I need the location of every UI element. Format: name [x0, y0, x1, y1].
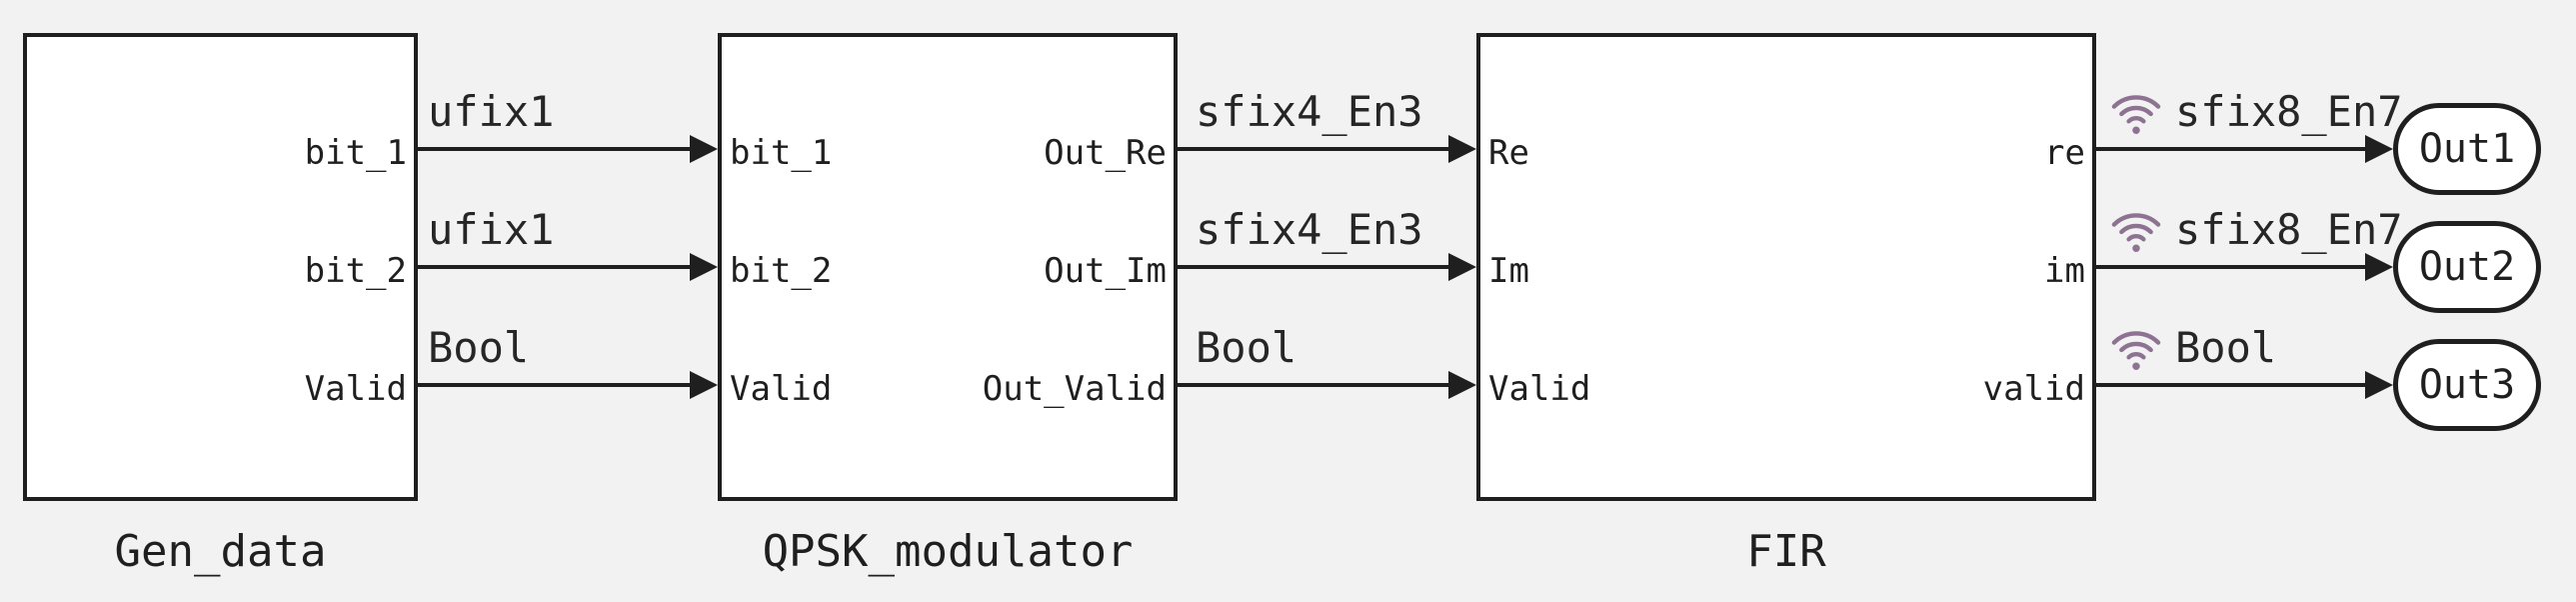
wire-gen-qpsk-valid[interactable] — [418, 383, 694, 387]
wire-gen-qpsk-bit2[interactable] — [418, 265, 694, 269]
wire-qpsk-fir-valid[interactable] — [1178, 383, 1452, 387]
port-label-fir-out-im: im — [2044, 251, 2085, 291]
signal-type-label: ufix1 — [428, 205, 555, 254]
port-label-qpsk-in-valid: Valid — [730, 369, 833, 409]
wifi-logging-icon — [2111, 95, 2161, 134]
signal-type-label: Bool — [1196, 323, 1297, 372]
signal-type-label: Bool — [2175, 323, 2277, 372]
signal-type-label: ufix1 — [428, 87, 555, 136]
port-label-qpsk-out-re: Out_Re — [1044, 133, 1167, 173]
port-label-fir-in-valid: Valid — [1488, 369, 1591, 409]
outport-label: Out3 — [2418, 362, 2516, 408]
outport-out1[interactable]: Out1 — [2393, 103, 2541, 195]
port-label-qpsk-out-valid: Out_Valid — [982, 369, 1167, 409]
wifi-logging-icon — [2111, 213, 2161, 252]
port-label-gen-valid: Valid — [304, 369, 407, 409]
block-name-qpsk-modulator[interactable]: QPSK_modulator — [762, 526, 1134, 577]
signal-type-label: sfix8_En7 — [2175, 205, 2403, 254]
block-qpsk-modulator[interactable]: bit_1 bit_2 Valid Out_Re Out_Im Out_Vali… — [718, 33, 1178, 576]
outport-label: Out2 — [2418, 244, 2516, 290]
signal-type-label: sfix4_En3 — [1196, 205, 1423, 254]
block-name-fir[interactable]: FIR — [1746, 526, 1826, 577]
port-label-qpsk-in-bit1: bit_1 — [730, 133, 833, 173]
signal-type-label: Bool — [428, 323, 530, 372]
port-label-fir-out-re: re — [2044, 133, 2085, 173]
signal-type-label: sfix8_En7 — [2175, 87, 2403, 136]
port-label-gen-bit1: bit_1 — [304, 133, 407, 173]
block-name-gen-data[interactable]: Gen_data — [114, 526, 327, 577]
arrowhead-icon — [690, 371, 718, 399]
port-label-fir-in-re: Re — [1488, 133, 1529, 173]
port-label-fir-out-valid: valid — [1982, 369, 2085, 409]
wire-gen-qpsk-bit1[interactable] — [418, 147, 694, 151]
wire-qpsk-fir-im[interactable] — [1178, 265, 1452, 269]
arrowhead-icon — [690, 135, 718, 163]
signal-type-label: sfix4_En3 — [1196, 87, 1423, 136]
arrowhead-icon — [2365, 253, 2393, 281]
port-label-gen-bit2: bit_2 — [304, 251, 407, 291]
port-label-fir-in-im: Im — [1488, 251, 1529, 291]
arrowhead-icon — [1448, 371, 1476, 399]
outport-out2[interactable]: Out2 — [2393, 221, 2541, 313]
arrowhead-icon — [1448, 253, 1476, 281]
arrowhead-icon — [2365, 135, 2393, 163]
port-label-qpsk-in-bit2: bit_2 — [730, 251, 833, 291]
block-gen-data[interactable]: bit_1 bit_2 Valid Gen_data — [23, 33, 418, 576]
port-label-qpsk-out-im: Out_Im — [1044, 251, 1167, 291]
outport-label: Out1 — [2418, 126, 2516, 172]
block-fir[interactable]: Re Im Valid re im valid FIR — [1476, 33, 2096, 576]
wire-fir-out3[interactable] — [2096, 383, 2369, 387]
arrowhead-icon — [1448, 135, 1476, 163]
arrowhead-icon — [2365, 371, 2393, 399]
wire-fir-out2[interactable] — [2096, 265, 2369, 269]
wifi-logging-icon — [2111, 331, 2161, 370]
arrowhead-icon — [690, 253, 718, 281]
wire-qpsk-fir-re[interactable] — [1178, 147, 1452, 151]
wire-fir-out1[interactable] — [2096, 147, 2369, 151]
outport-out3[interactable]: Out3 — [2393, 339, 2541, 431]
